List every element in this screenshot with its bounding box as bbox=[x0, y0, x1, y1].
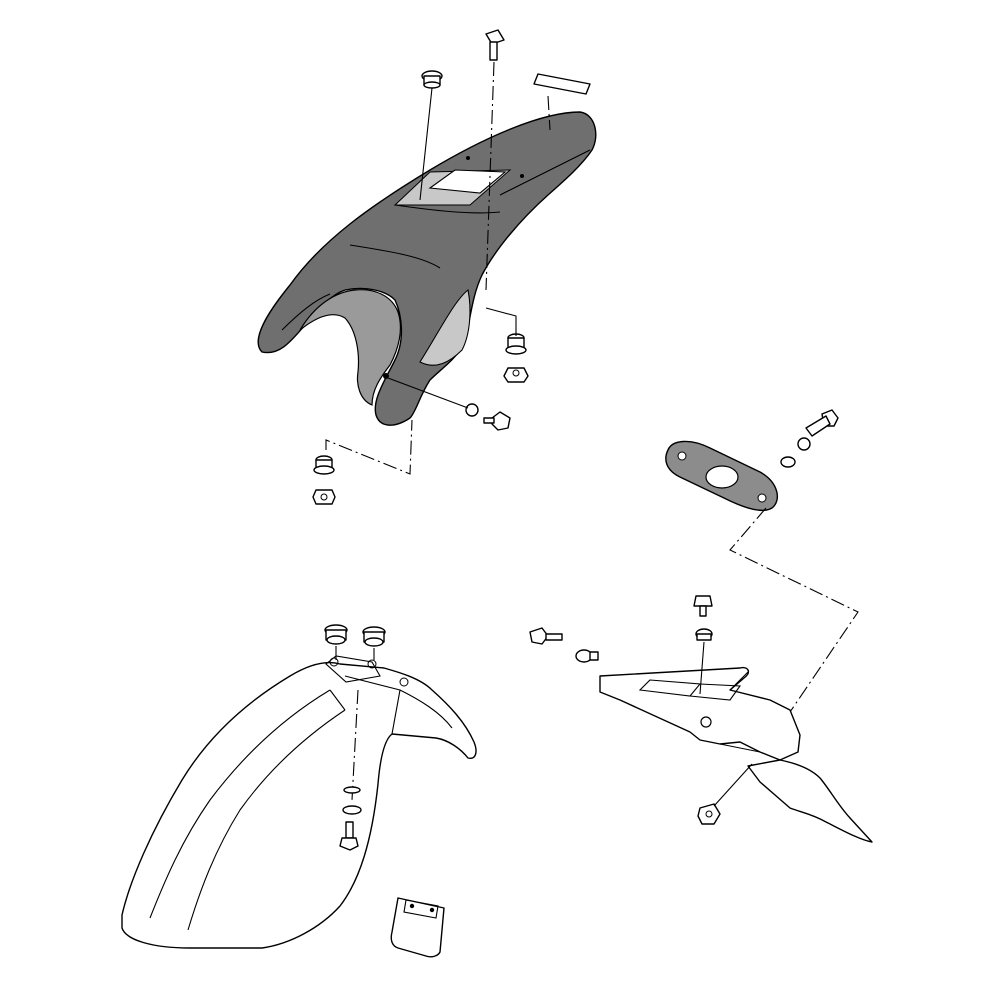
license-bracket-bolt-top bbox=[693, 595, 713, 617]
license-bracket-bolt-left bbox=[529, 627, 563, 645]
rear-fender-side-bolt bbox=[465, 403, 511, 431]
front-fender-washer-lower bbox=[342, 805, 362, 815]
license-bracket-nut-bottom bbox=[697, 803, 721, 825]
rear-fender-grommet-lower bbox=[313, 455, 335, 475]
rear-fender-label-decal bbox=[533, 73, 591, 95]
rear-fender-top-collar bbox=[421, 70, 443, 89]
front-fender bbox=[121, 655, 477, 949]
front-fender-collar-right bbox=[362, 626, 386, 647]
rear-fender-nut-upper bbox=[503, 367, 529, 383]
tail-light-gasket bbox=[665, 440, 779, 512]
license-bracket-collar-left bbox=[575, 649, 599, 663]
front-fender-collar-left bbox=[324, 624, 348, 645]
tail-light-collar bbox=[780, 456, 796, 468]
front-fender-washer-upper bbox=[343, 786, 361, 794]
tail-light-bolt bbox=[805, 409, 839, 437]
rear-fender-seat-bolt bbox=[485, 29, 505, 61]
rear-fender-nut-lower bbox=[312, 489, 336, 505]
tail-light-washer bbox=[797, 437, 811, 451]
rear-fender bbox=[257, 111, 597, 426]
license-plate-bracket bbox=[599, 666, 873, 843]
front-fender-bolt bbox=[339, 821, 359, 851]
license-bracket-washer-top bbox=[695, 628, 713, 641]
mud-flap bbox=[390, 897, 445, 958]
rear-fender-grommet-upper bbox=[505, 333, 527, 355]
